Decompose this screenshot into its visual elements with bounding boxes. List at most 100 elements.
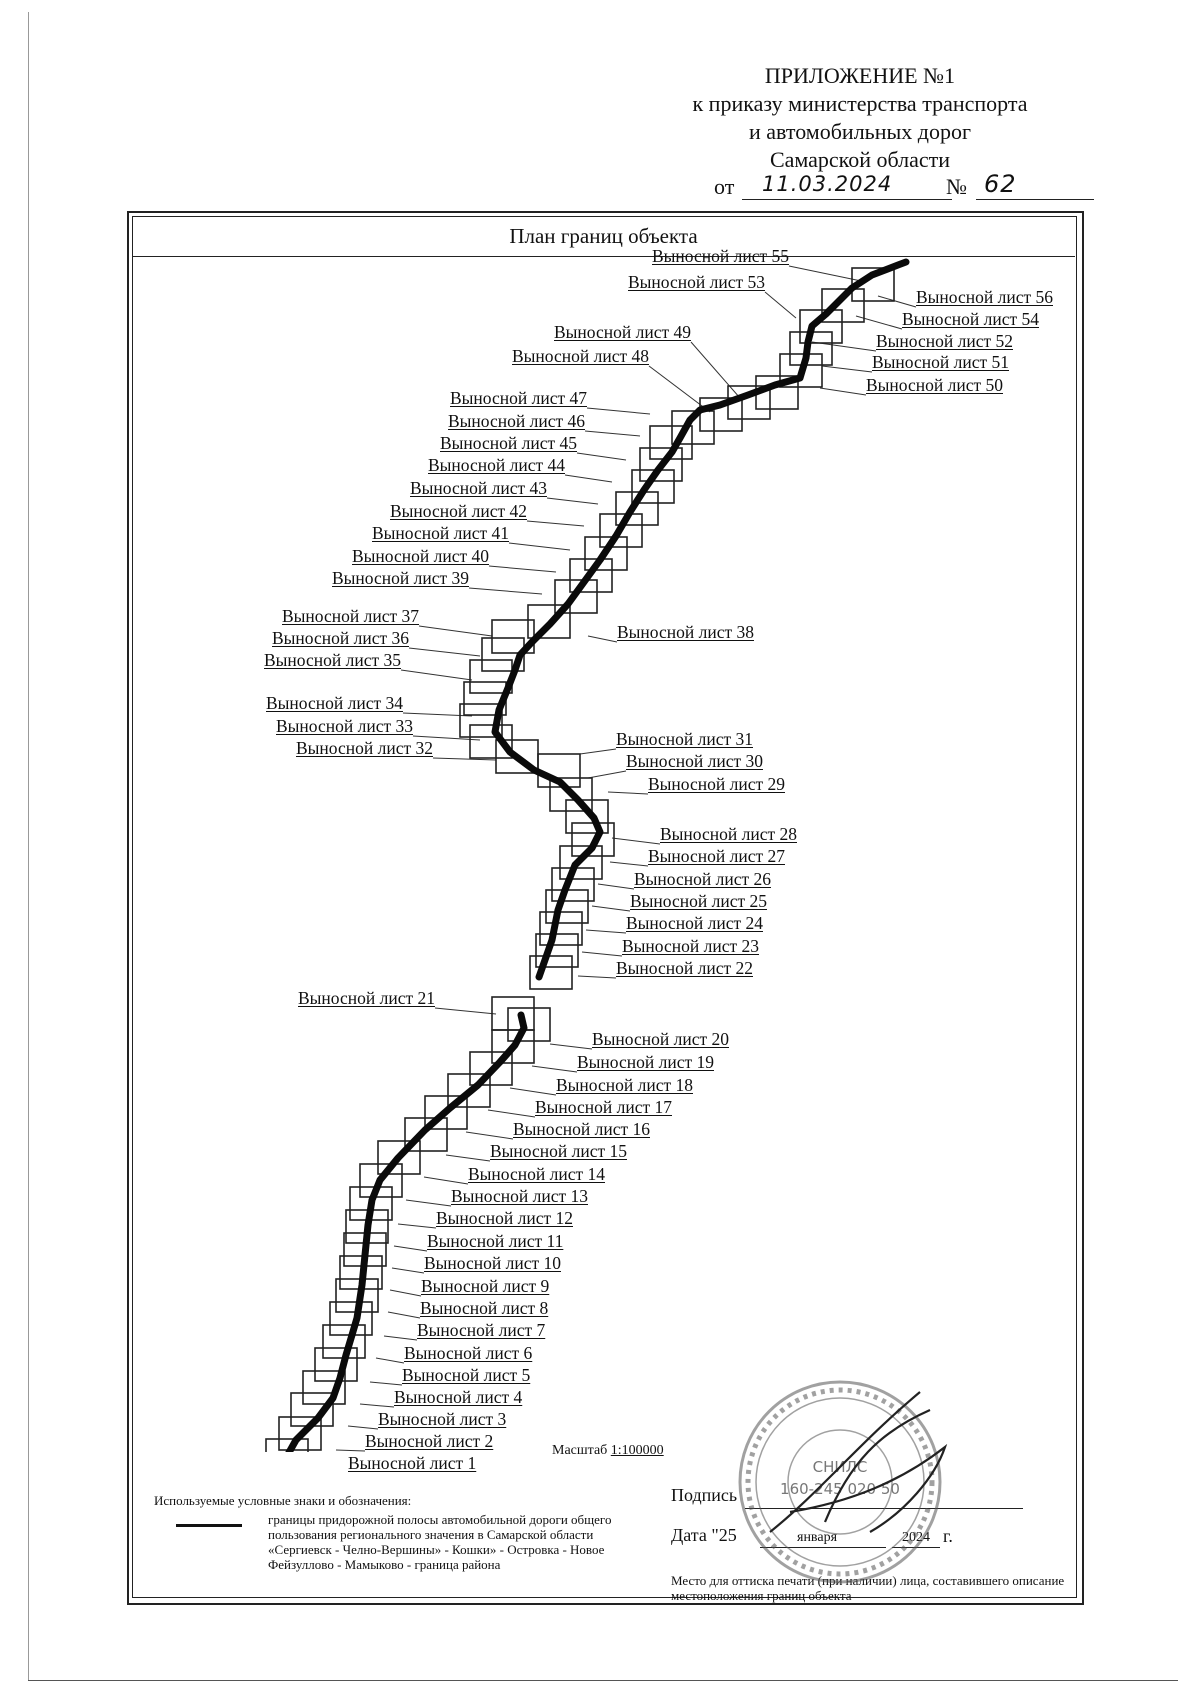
sheet-tile [377,1140,421,1175]
sheet-label: Выносной лист 50 [866,375,1003,395]
leader-line [402,712,473,717]
legend-title: Используемые условные знаки и обозначени… [154,1493,412,1508]
sheet-tile [507,1007,551,1042]
leader-line [468,587,543,595]
sheet-tile [565,799,609,834]
plan-title: План границ объекта [132,216,1075,257]
sheet-tile [779,353,823,388]
page-edge [28,1680,1178,1681]
sheet-tile [314,1347,358,1382]
sheet-tile [278,1416,322,1451]
leader-line [576,452,627,461]
sheet-label: Выносной лист 33 [276,716,413,736]
date-month-line [760,1547,886,1548]
sheet-tile [495,739,539,774]
leader-line [597,883,635,890]
sheet-tile [649,425,693,460]
leader-line [397,1223,437,1229]
sheet-label: Выносной лист 34 [266,693,403,713]
leader-line [335,1449,366,1452]
leader-line [465,1131,514,1140]
sheet-label: Выносной лист 27 [648,846,785,866]
sheet-tile [584,536,628,571]
leader-line [369,1381,403,1386]
leader-line [412,735,481,741]
sheet-tile [535,933,579,968]
leader-line [531,1065,578,1073]
sheet-label: Выносной лист 55 [652,246,789,266]
sheet-tile [491,996,535,1031]
sheet-label: Выносной лист 38 [617,622,754,642]
sheet-tile [527,604,571,639]
sheet-tile [554,579,598,614]
leader-line [445,1154,491,1162]
sheet-tile [469,1051,513,1086]
leader-line [607,791,649,795]
sheet-label: Выносной лист 48 [512,346,649,366]
leader-line [391,1267,425,1274]
scale-value: 1:100000 [610,1443,664,1458]
sheet-label: Выносной лист 44 [428,455,565,475]
sheet-label: Выносной лист 3 [378,1409,507,1429]
leader-line [432,757,497,761]
road-segment [491,258,910,981]
sheet-label: Выносной лист 37 [282,606,419,626]
number-underline [976,199,1094,200]
sheet-tile [424,1095,468,1130]
leader-line [585,929,627,934]
seal-note: Место для оттиска печати (при наличии) л… [671,1573,1065,1603]
sheet-label: Выносной лист 18 [556,1075,693,1095]
leader-line [821,365,873,373]
sheet-label: Выносной лист 35 [264,650,401,670]
leader-line [389,1289,422,1297]
sheet-label: Выносной лист 19 [577,1052,714,1072]
sheet-label: Выносной лист 12 [436,1208,573,1228]
sheet-label: Выносной лист 26 [634,869,771,889]
sheet-label: Выносной лист 46 [448,411,585,431]
date-label: Дата "25 [671,1525,737,1545]
sheet-label: Выносной лист 1 [348,1453,477,1473]
sheet-label: Выносной лист 24 [626,913,763,933]
date-value: 11.03.2024 [762,172,893,196]
leader-line [819,387,867,396]
sheet-label: Выносной лист 13 [451,1186,588,1206]
sheet-tile [469,724,513,759]
plan-frame-outer [127,211,1084,1605]
leader-line [587,635,618,643]
road-segment [285,1011,528,1452]
order-ref-line: и автомобильных дорог [749,119,971,144]
date-suffix: г. [943,1526,953,1546]
date-month: января [797,1530,838,1545]
legend-entry: границы придорожной полосы автомобильной… [268,1512,612,1572]
leader-line [788,265,867,283]
leader-line [434,1007,497,1015]
sheet-tile [569,558,613,593]
sheet-tile [359,1163,403,1198]
plan-frame-inner [132,216,1077,1598]
sheet-label: Выносной лист 30 [626,751,763,771]
leader-line [508,542,571,551]
sheet-label: Выносной лист 2 [365,1431,494,1451]
sheet-label: Выносной лист 29 [648,774,785,794]
leader-line [526,520,585,527]
sheet-label: Выносной лист 47 [450,388,587,408]
sheet-tile [671,410,715,445]
sheet-label: Выносной лист 16 [513,1119,650,1139]
scale-row: Масштаб 1:100000 [552,1443,664,1458]
sheet-label: Выносной лист 41 [372,523,509,543]
leader-line [611,837,661,845]
order-ref-line: к приказу министерства транспорта [692,91,1028,116]
handwritten-signature [769,1391,948,1533]
leader-line [690,341,741,399]
sheet-tile [459,703,503,738]
leader-line [509,1087,557,1096]
number-prefix: № [946,174,967,199]
sheet-tile [265,1438,309,1452]
sheet-label: Выносной лист 20 [592,1029,729,1049]
sheet-label: Выносной лист 36 [272,628,409,648]
sheet-label: Выносной лист 49 [554,322,691,342]
number-value: 62 [984,170,1017,198]
leader-line [387,1311,421,1319]
sheet-label: Выносной лист 28 [660,824,797,844]
sheet-label: Выносной лист 9 [421,1276,550,1296]
